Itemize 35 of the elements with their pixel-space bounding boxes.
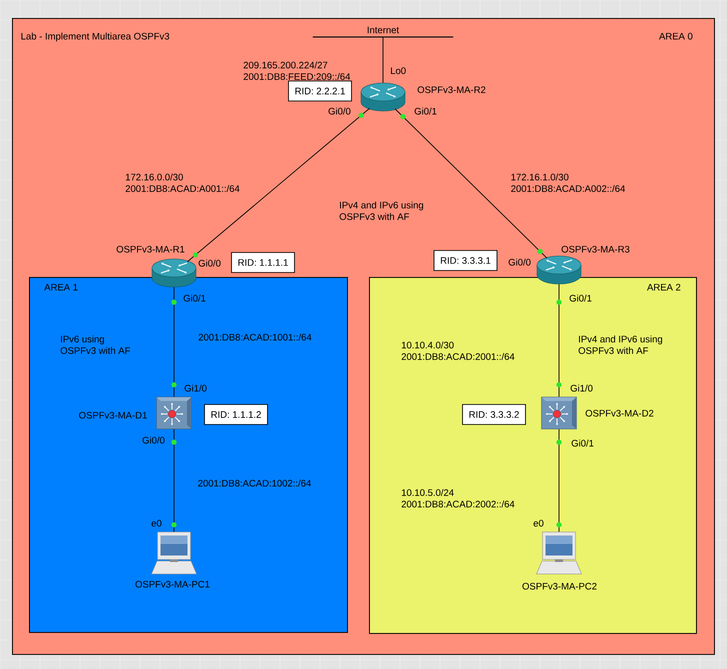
text-box: RID: 1.1.1.1 <box>231 252 295 273</box>
device-label: OSPFv3-MA-PC2 <box>522 582 597 590</box>
port-label: Lo0 <box>391 67 406 74</box>
address-label: 10.10.4.0/30 2001:DB8:ACAD:2001::/64 <box>402 342 514 360</box>
device-label: OSPFv3-MA-R3 <box>562 246 630 253</box>
link-line <box>394 108 548 258</box>
network-segment: Internet <box>312 26 454 38</box>
text-box: RID: 3.3.3.2 <box>462 404 526 425</box>
device-label: OSPFv3-MA-R1 <box>116 246 184 253</box>
port-label: Gi0/1 <box>572 440 594 447</box>
address-label: 2001:DB8:ACAD:1002::/64 <box>198 480 311 487</box>
note-text: IPv4 and IPv6 using OSPFv3 with AF <box>340 202 424 220</box>
port-label: Gi0/0 <box>328 108 350 115</box>
text-box: RID: 2.2.2.1 <box>288 80 352 102</box>
address-label: 172.16.1.0/30 2001:DB8:ACAD:A002::/64 <box>511 174 626 192</box>
note-text: IPv4 and IPv6 using OSPFv3 with AF <box>578 336 662 354</box>
link-line <box>558 428 560 532</box>
port-label: Gi1/0 <box>184 384 207 392</box>
title: Lab - Implement Multiarea OSPFv3 <box>21 32 170 42</box>
link-line <box>558 284 560 398</box>
device-label: OSPFv3-MA-D2 <box>586 410 654 417</box>
port-label: e0 <box>534 520 544 527</box>
port-label: Gi0/0 <box>198 260 221 267</box>
address-label: 2001:DB8:ACAD:1001::/64 <box>198 334 312 341</box>
device-label: OSPFv3-MA-D1 <box>79 412 147 419</box>
device-label: OSPFv3-MA-R2 <box>418 86 486 94</box>
link-line <box>187 108 370 262</box>
text-box: RID: 3.3.3.1 <box>434 250 498 271</box>
device-label: OSPFv3-MA-PC1 <box>135 580 210 588</box>
note-text: IPv6 using OSPFv3 with AF <box>60 336 130 354</box>
address-label: 172.16.0.0/30 2001:DB8:ACAD:A001::/64 <box>126 174 240 192</box>
link-line <box>382 36 384 84</box>
text-box: RID: 1.1.1.2 <box>204 404 268 425</box>
address-label: 209.165.200.224/27 2001:DB8:FEED:209::/64 <box>244 62 350 80</box>
port-label: Gi0/0 <box>508 258 531 266</box>
